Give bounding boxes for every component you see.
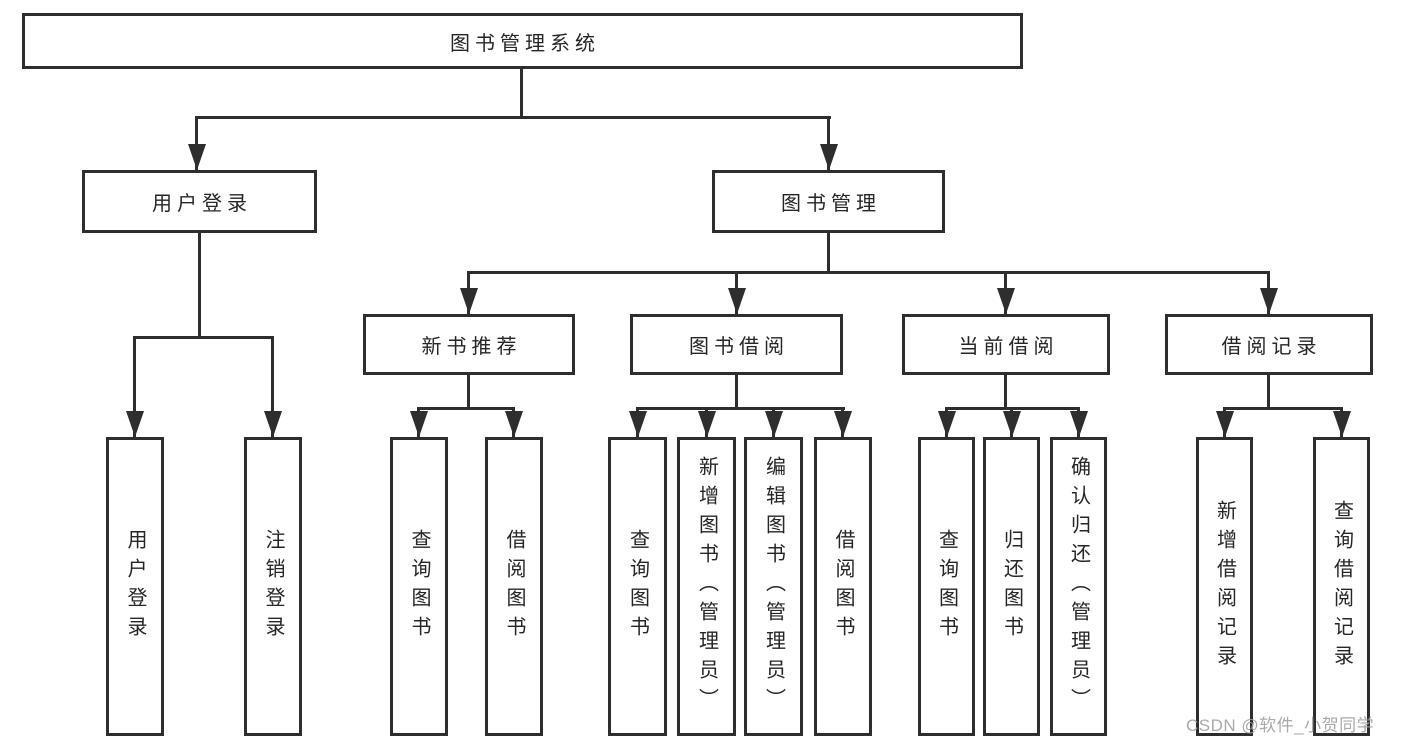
connector	[735, 375, 738, 407]
connector	[133, 336, 136, 437]
leaf-add-borrow-record: 新增借阅记录	[1196, 437, 1253, 736]
leaf-query-borrow-record: 查询借阅记录	[1313, 437, 1370, 736]
connector	[827, 116, 830, 170]
leaf-confirm-return-admin: 确认归还（管理员）	[1050, 437, 1107, 736]
connector	[636, 407, 845, 410]
node-book-borrowing: 图书借阅	[630, 314, 843, 375]
arrowhead-icon	[728, 288, 746, 314]
arrowhead-icon	[1333, 411, 1351, 437]
leaf-query-books-borrowing: 查询图书	[608, 437, 667, 736]
leaf-query-books-borrowing-label: 查询图书	[626, 528, 649, 645]
leaf-add-books-admin: 新增图书（管理员）	[677, 437, 736, 736]
leaf-query-books-current: 查询图书	[918, 437, 975, 736]
leaf-confirm-return-admin-label: 确认归还（管理员）	[1067, 456, 1090, 717]
arrowhead-icon	[1070, 411, 1088, 437]
node-new-book-recommend-label: 新书推荐	[421, 336, 522, 358]
leaf-return-books: 归还图书	[983, 437, 1040, 736]
leaf-borrow-books-borrowing-label: 借阅图书	[832, 528, 854, 645]
arrowhead-icon	[1003, 411, 1021, 437]
leaf-user-login-label: 用户登录	[124, 528, 146, 645]
node-current-borrowing-label: 当前借阅	[958, 336, 1059, 358]
connector	[195, 116, 831, 119]
node-borrowing-records: 借阅记录	[1165, 314, 1373, 375]
node-user-login: 用户登录	[82, 170, 317, 233]
leaf-add-books-admin-label: 新增图书（管理员）	[695, 456, 718, 717]
connector	[1004, 375, 1007, 407]
arrowhead-icon	[264, 411, 282, 437]
node-borrowing-records-label: 借阅记录	[1221, 336, 1322, 358]
leaf-borrow-books-newbooks-label: 借阅图书	[503, 528, 525, 645]
leaf-query-books-newbooks-label: 查询图书	[408, 528, 430, 645]
connector	[133, 336, 274, 339]
leaf-logout-label: 注销登录	[262, 528, 284, 645]
connector	[520, 69, 523, 116]
node-book-management-label: 图书管理	[781, 193, 881, 215]
node-current-borrowing: 当前借阅	[902, 314, 1110, 375]
leaf-query-borrow-record-label: 查询借阅记录	[1330, 499, 1353, 674]
connector	[195, 116, 198, 170]
connector	[198, 233, 201, 336]
connector	[271, 336, 274, 437]
arrowhead-icon	[820, 144, 838, 170]
arrowhead-icon	[1260, 288, 1278, 314]
leaf-edit-books-admin-label: 编辑图书（管理员）	[762, 456, 785, 717]
arrowhead-icon	[1216, 411, 1234, 437]
node-book-management: 图书管理	[712, 170, 945, 233]
leaf-add-borrow-record-label: 新增借阅记录	[1213, 499, 1236, 674]
arrowhead-icon	[460, 288, 478, 314]
connector	[1267, 375, 1270, 407]
arrowhead-icon	[505, 411, 523, 437]
arrowhead-icon	[629, 411, 647, 437]
connector	[827, 233, 830, 271]
leaf-query-books-current-label: 查询图书	[935, 528, 958, 645]
node-new-book-recommend: 新书推荐	[363, 314, 575, 375]
csdn-watermark: CSDN @软件_小贺同学	[1186, 716, 1375, 735]
leaf-edit-books-admin: 编辑图书（管理员）	[744, 437, 803, 736]
arrowhead-icon	[698, 411, 716, 437]
leaf-logout: 注销登录	[244, 437, 302, 736]
arrowhead-icon	[834, 411, 852, 437]
connector	[1223, 407, 1343, 410]
node-user-login-label: 用户登录	[152, 193, 252, 215]
node-book-borrowing-label: 图书借阅	[689, 336, 789, 358]
node-root: 图书管理系统	[22, 13, 1023, 69]
arrowhead-icon	[938, 411, 956, 437]
arrowhead-icon	[410, 411, 428, 437]
node-root-label: 图书管理系统	[450, 32, 600, 55]
leaf-query-books-newbooks: 查询图书	[390, 437, 448, 736]
connector	[467, 271, 1270, 274]
connector	[417, 407, 515, 410]
leaf-return-books-label: 归还图书	[1000, 528, 1023, 645]
leaf-borrow-books-borrowing: 借阅图书	[814, 437, 872, 736]
leaf-borrow-books-newbooks: 借阅图书	[485, 437, 543, 736]
arrowhead-icon	[188, 144, 206, 170]
arrowhead-icon	[765, 411, 783, 437]
arrowhead-icon	[997, 288, 1015, 314]
connector	[467, 375, 470, 407]
leaf-user-login: 用户登录	[106, 437, 164, 736]
arrowhead-icon	[126, 411, 144, 437]
